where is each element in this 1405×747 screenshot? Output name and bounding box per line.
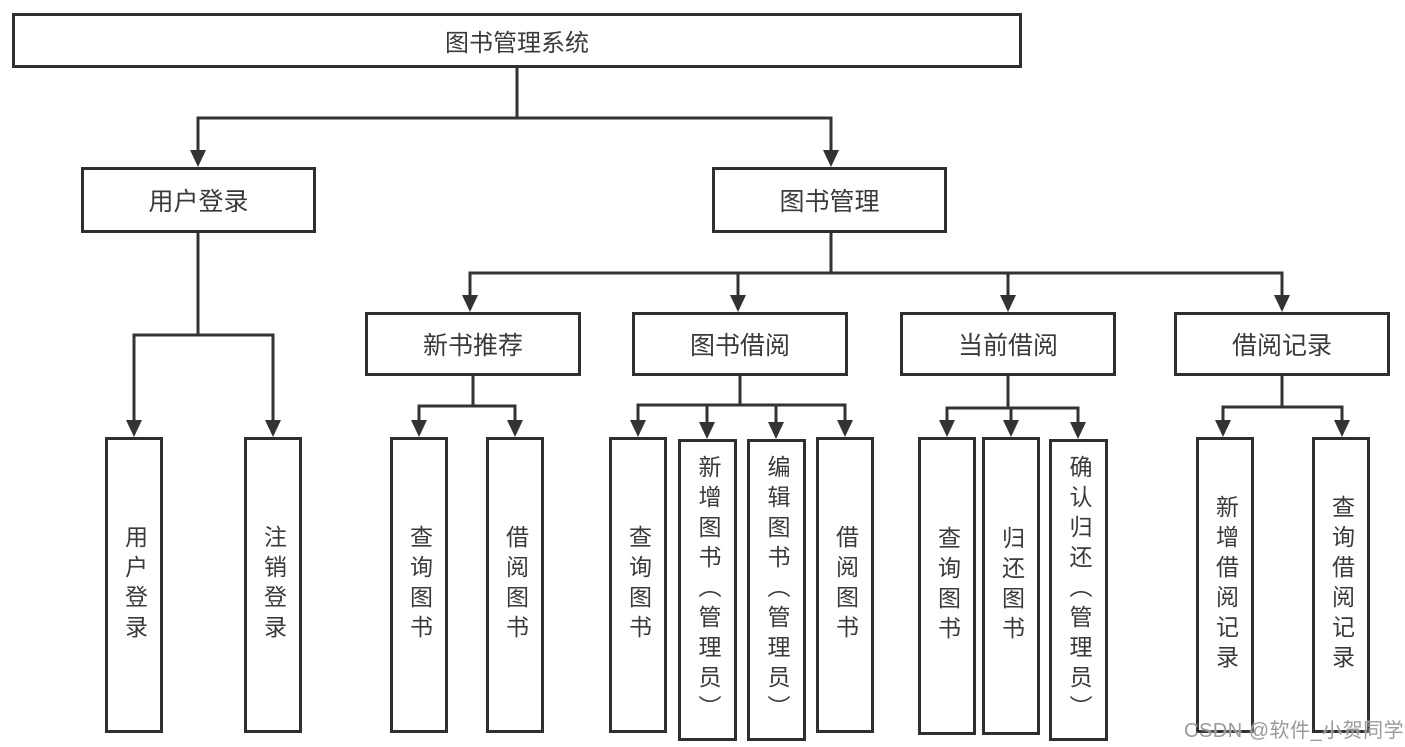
node-borrowing-records: 借阅记录	[1174, 312, 1390, 376]
node-book-borrowing: 图书借阅	[632, 312, 848, 376]
connector-user-login-to-leaves	[126, 230, 281, 437]
node-leaf-query-books-borrowing: 查询图书	[609, 437, 667, 733]
node-current-borrowing: 当前借阅	[900, 312, 1116, 376]
node-leaf-add-borrow-record: 新增借阅记录	[1196, 437, 1254, 733]
node-book-management: 图书管理	[712, 167, 947, 233]
node-system-root: 图书管理系统	[12, 13, 1022, 68]
node-user-login: 用户登录	[81, 167, 316, 233]
connector-book-management-to-level3	[462, 231, 1290, 312]
connector-current-borrowing-to-leaves	[939, 374, 1086, 439]
node-leaf-query-borrow-record: 查询借阅记录	[1312, 437, 1370, 733]
node-new-book-recommend: 新书推荐	[365, 312, 581, 376]
node-leaf-confirm-return-admin: 确认归还（管理员）	[1049, 439, 1108, 741]
node-leaf-add-book-admin: 新增图书（管理员）	[678, 439, 737, 741]
connector-borrow-records-to-leaves	[1215, 374, 1350, 437]
csdn-watermark: CSDN @软件_小贺同学	[1184, 720, 1405, 742]
node-leaf-user-login: 用户登录	[105, 437, 163, 733]
node-leaf-query-books-recommend: 查询图书	[390, 437, 448, 733]
node-leaf-logout: 注销登录	[244, 437, 302, 733]
node-leaf-borrow-books-borrowing: 借阅图书	[816, 437, 874, 733]
node-leaf-edit-book-admin: 编辑图书（管理员）	[747, 439, 806, 741]
connector-book-borrowing-to-leaves	[630, 374, 853, 439]
node-leaf-borrow-books-recommend: 借阅图书	[486, 437, 544, 733]
connector-root-to-level2	[190, 66, 839, 167]
node-leaf-return-book: 归还图书	[982, 437, 1040, 735]
connector-new-book-recommend-to-leaves	[411, 374, 523, 437]
node-leaf-query-books-current: 查询图书	[918, 437, 976, 735]
